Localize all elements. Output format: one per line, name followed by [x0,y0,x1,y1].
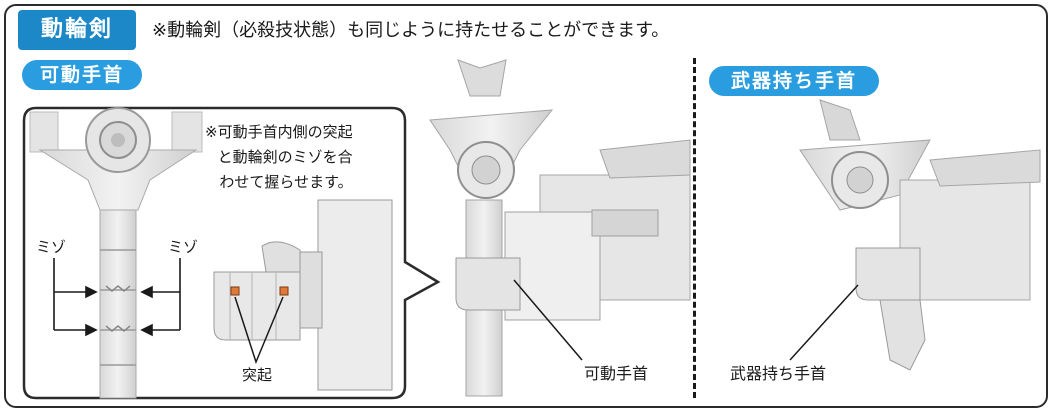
groove-label-left: ミゾ [36,238,67,256]
section-pill-left: 可動手首 [22,60,142,90]
inset-instruction-note: ※可動手首内側の突起 と動輪剣のミゾを合 わせて握らせます。 [205,123,353,191]
title-badge: 動輪剣 [18,10,136,50]
robot-weapon-hand-right [789,99,1041,371]
callout-movable-wrist: 可動手首 [584,364,649,383]
section-divider [693,58,696,398]
callout-weapon-wrist: 武器持ち手首 [730,364,827,383]
title-note: ※動輪剣（必殺技状態）も同じように持たせることができます。 [152,20,670,41]
section-pill-right: 武器持ち手首 [709,66,879,96]
groove-indicator-arrows [53,258,181,337]
sword-closeup-illustration [29,107,203,399]
robot-holding-sword-center [429,59,691,397]
groove-label-right: ミゾ [168,238,199,256]
bump-label: 突起 [242,366,273,384]
open-hand-illustration [213,199,393,391]
